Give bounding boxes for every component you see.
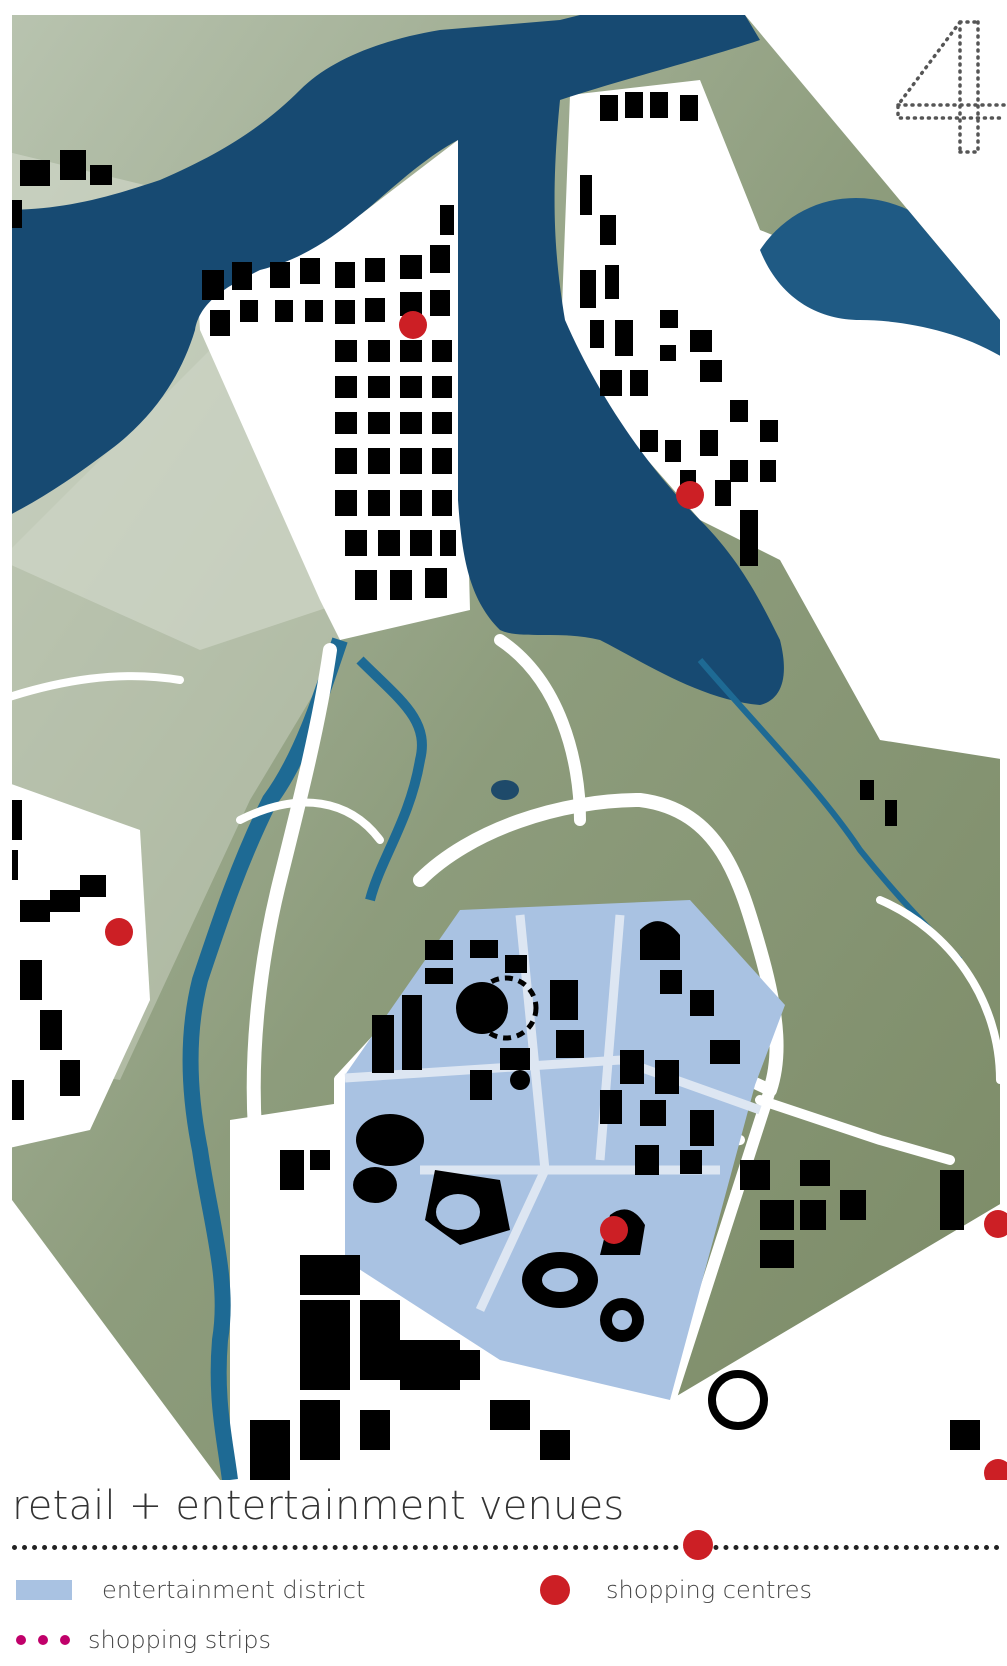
legend-row-2: shopping strips (12, 1620, 992, 1660)
west-urban-zone (12, 780, 150, 1150)
shopping-centre-swatch (540, 1575, 570, 1605)
harbour-water (12, 15, 784, 705)
east-urban-zone (560, 80, 1000, 760)
south-buildings (12, 150, 980, 1480)
entertainment-district-swatch (16, 1580, 72, 1600)
shopping-centre-district (600, 1216, 628, 1244)
page-number-glyph (896, 20, 1007, 154)
legend-shopping-centres: shopping centres (540, 1570, 812, 1610)
title-rule-marker (683, 1530, 713, 1560)
shopping-centre-south-east (984, 1459, 1007, 1480)
creek-water-branch (356, 656, 427, 902)
east-shore-buildings (580, 92, 897, 826)
title-rule (12, 1545, 1000, 1550)
legend-shopping-strips-label: shopping strips (88, 1626, 271, 1654)
creek-water (182, 637, 348, 1480)
pond (491, 780, 519, 800)
district-buildings (353, 921, 740, 1342)
page-title: retail + entertainment venues (12, 1483, 625, 1529)
entertainment-district (345, 900, 785, 1400)
shopping-centre-west (105, 918, 133, 946)
legend-row-1: entertainment district shopping centres (12, 1570, 992, 1610)
legend-entertainment-district-label: entertainment district (102, 1576, 366, 1604)
legend-shopping-strips: shopping strips (12, 1620, 271, 1660)
site-map (12, 15, 1007, 1480)
shopping-centre-east-edge (984, 1210, 1007, 1238)
shopping-strips-swatch (16, 1635, 70, 1645)
shopping-centre-peninsula (399, 311, 427, 339)
legend-entertainment-district: entertainment district (16, 1570, 365, 1610)
shopping-centres (105, 311, 1007, 1480)
peninsula-buildings (202, 205, 456, 600)
legend-shopping-centres-label: shopping centres (606, 1576, 812, 1604)
shopping-centre-east-shore (676, 481, 704, 509)
